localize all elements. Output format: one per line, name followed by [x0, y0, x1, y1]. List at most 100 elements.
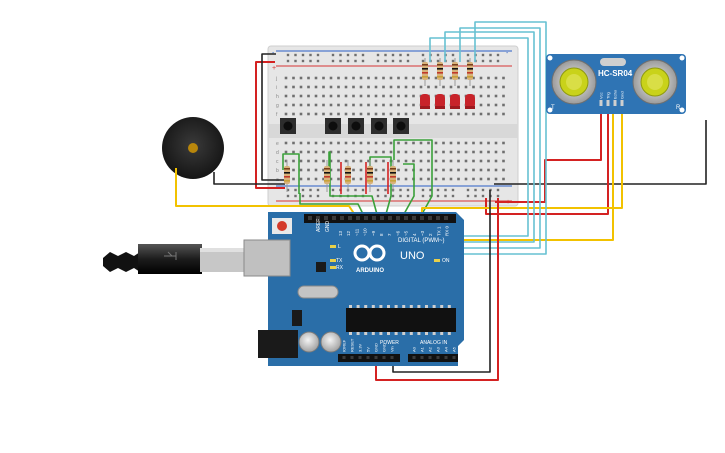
breadboard-hole	[359, 112, 363, 116]
breadboard-hole	[389, 85, 393, 89]
led-red[interactable]	[465, 94, 475, 109]
wire-sensor-trig[interactable]	[485, 104, 609, 215]
breadboard-hole	[382, 150, 385, 154]
push-button[interactable]	[280, 118, 296, 134]
breadboard-hole	[352, 159, 355, 163]
breadboard-hole	[427, 85, 430, 89]
breadboard-hole	[359, 94, 363, 98]
resistor[interactable]	[437, 58, 443, 86]
wire-green-1[interactable]	[282, 153, 300, 194]
wire-green-2[interactable]	[299, 193, 366, 219]
breadboard-hole	[472, 112, 475, 116]
breadboard-hole	[307, 103, 310, 107]
breadboard-hole	[442, 112, 445, 116]
chip-pin	[432, 332, 436, 335]
rail-hole	[496, 59, 500, 63]
breadboard-hole	[284, 159, 288, 163]
sensor-pin-label: Trig	[606, 92, 611, 99]
breadboard-hole	[464, 112, 468, 116]
breadboard-hole	[457, 112, 460, 116]
chip-pin	[409, 305, 413, 308]
resistor[interactable]	[422, 58, 428, 86]
breadboard-hole	[464, 76, 468, 80]
wire-black-gnd-sensor[interactable]	[494, 120, 707, 185]
wire-green-6[interactable]	[403, 163, 415, 215]
breadboard-hole	[307, 141, 310, 145]
resistor[interactable]	[367, 160, 373, 192]
piezo-buzzer[interactable]	[162, 117, 224, 179]
rail-hole	[481, 194, 485, 198]
breadboard-hole	[404, 159, 408, 163]
wire-green-5[interactable]	[393, 139, 433, 215]
analog-pin-label: A3	[436, 346, 441, 352]
breadboard-hole	[322, 168, 325, 172]
wire-red-5v[interactable]	[255, 61, 285, 189]
power-pin	[366, 356, 370, 359]
chip-pin	[349, 332, 352, 335]
crystal-oscillator	[297, 285, 339, 299]
transducer-left	[551, 59, 597, 105]
breadboard-hole	[307, 94, 310, 98]
breadboard-hole	[487, 103, 490, 107]
wire-piezo-gnd[interactable]	[213, 172, 285, 185]
analog-label: ANALOG IN	[420, 340, 448, 346]
breadboard-hole	[457, 177, 460, 181]
breadboard-hole	[292, 159, 295, 163]
breadboard-hole	[397, 94, 400, 98]
breadboard-hole	[397, 76, 400, 80]
led-red[interactable]	[450, 94, 460, 109]
resistor[interactable]	[284, 160, 290, 192]
breadboard-hole	[464, 177, 468, 181]
chip-pin	[349, 305, 352, 308]
rail-hole	[331, 188, 335, 192]
breadboard-hole	[472, 168, 475, 172]
breadboard-hole	[337, 177, 340, 181]
row-letter: e	[276, 141, 279, 147]
resistor[interactable]	[452, 58, 458, 86]
rail-hole	[309, 59, 312, 63]
breadboard-hole	[344, 85, 348, 89]
header-pin	[364, 216, 368, 220]
rail-hole	[309, 53, 312, 57]
breadboard-hole	[322, 76, 325, 80]
breadboard-hole	[359, 159, 363, 163]
rail-hole	[399, 53, 402, 57]
push-button[interactable]	[325, 118, 341, 134]
wire-black-rail-left[interactable]	[261, 53, 284, 181]
breadboard-hole	[292, 141, 295, 145]
rail-hole	[474, 194, 477, 198]
breadboard-hole	[299, 159, 303, 163]
rail-hole	[376, 188, 380, 192]
led-red[interactable]	[420, 94, 430, 109]
breadboard-hole	[292, 177, 295, 181]
breadboard-hole	[397, 159, 400, 163]
breadboard-hole	[389, 94, 393, 98]
sensor-pin-label: Echo	[613, 89, 618, 99]
breadboard-hole	[412, 103, 415, 107]
header-pin	[436, 216, 440, 220]
breadboard-hole	[479, 159, 483, 163]
led-red[interactable]	[435, 94, 445, 109]
push-button[interactable]	[371, 118, 387, 134]
breadboard-hole	[502, 85, 505, 89]
header-pin	[356, 216, 360, 220]
rail-hole	[301, 53, 305, 57]
resistor[interactable]	[324, 160, 330, 192]
rail-hole	[316, 53, 320, 57]
resistor[interactable]	[390, 160, 396, 192]
push-button[interactable]	[348, 118, 364, 134]
breadboard-hole	[314, 112, 318, 116]
rail-hole	[451, 59, 455, 63]
breadboard-hole	[307, 168, 310, 172]
push-button[interactable]	[393, 118, 409, 134]
breadboard-hole	[479, 76, 483, 80]
resistor[interactable]	[467, 58, 473, 86]
resistor[interactable]	[345, 160, 351, 192]
breadboard-hole	[359, 103, 363, 107]
breadboard-hole	[314, 103, 318, 107]
breadboard-hole	[337, 168, 340, 172]
breadboard-hole	[367, 112, 370, 116]
breadboard-hole	[404, 150, 408, 154]
